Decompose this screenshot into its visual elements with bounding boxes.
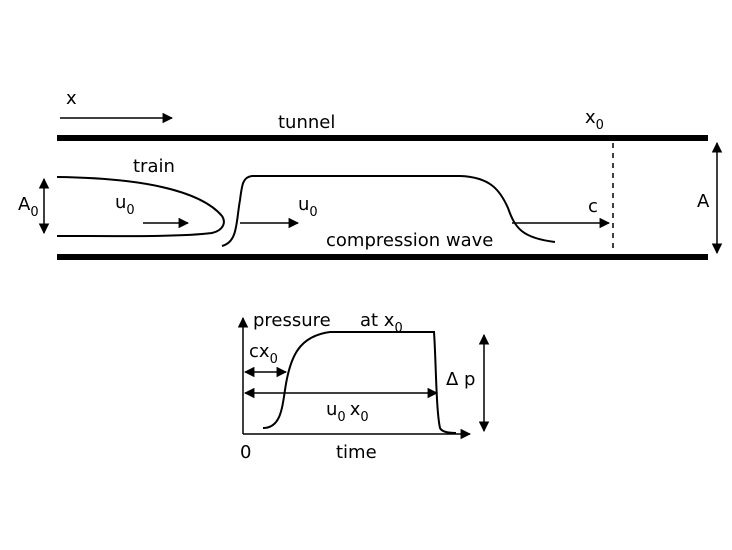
x0-label: x0 bbox=[585, 107, 604, 133]
origin-label: 0 bbox=[240, 442, 251, 463]
x-axis-label: x bbox=[66, 88, 77, 109]
at-x0-label: at x0 bbox=[360, 310, 403, 336]
tunnel-label: tunnel bbox=[278, 112, 335, 133]
A0-label: A0 bbox=[18, 194, 39, 220]
pressure-pulse-curve bbox=[262, 331, 457, 434]
delta-p-label: Δ p bbox=[446, 369, 475, 390]
A-label: A bbox=[697, 191, 710, 212]
c-label: c bbox=[588, 196, 598, 217]
train-nose-shape bbox=[56, 176, 225, 238]
train-label: train bbox=[133, 156, 175, 177]
compression-wave-label: compression wave bbox=[326, 230, 493, 251]
u0-train-label: u0 bbox=[115, 192, 135, 218]
u0-wave-label: u0 bbox=[298, 194, 318, 220]
compression-wave-profile bbox=[221, 175, 556, 247]
time-axis-label: time bbox=[336, 442, 377, 463]
cx0-label: cx0 bbox=[249, 341, 278, 367]
pressure-axis-label: pressure bbox=[253, 310, 331, 331]
